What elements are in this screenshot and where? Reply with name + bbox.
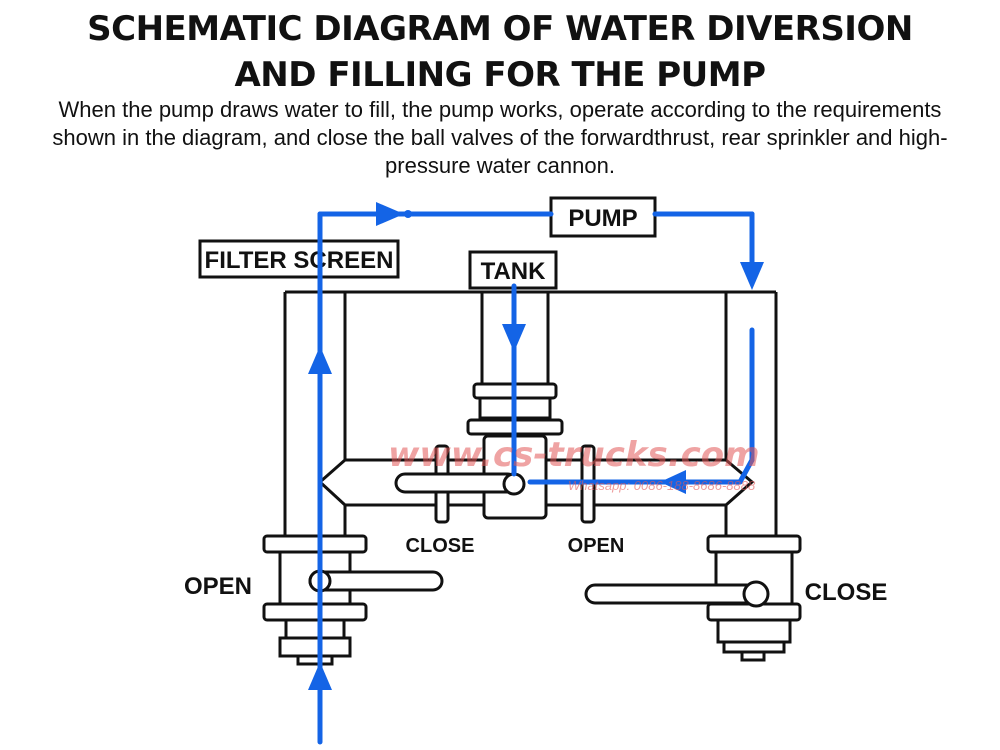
watermark-contact: Whatsapp: 0086-188-8686-8888 xyxy=(568,478,756,493)
flow-path xyxy=(317,211,755,745)
watermark: www.cs-trucks.com Whatsapp: 0086-188-868… xyxy=(388,435,760,493)
filter-screen-label-box: FILTER SCREEN xyxy=(198,239,400,279)
center-right-valve-state: OPEN xyxy=(568,535,625,557)
left-valve xyxy=(262,534,444,666)
center-left-valve-state: CLOSE xyxy=(406,535,475,557)
diagram-description: When the pump draws water to fill, the p… xyxy=(52,97,948,178)
left-valve-state: OPEN xyxy=(184,573,252,600)
title-line-1: SCHEMATIC DIAGRAM OF WATER DIVERSION xyxy=(87,9,913,49)
tank-label-box: TANK xyxy=(468,250,558,290)
diagram-title: SCHEMATIC DIAGRAM OF WATER DIVERSION AND… xyxy=(40,6,960,98)
arrow-down-icon xyxy=(740,262,764,290)
right-valve xyxy=(584,534,802,662)
watermark-site: www.cs-trucks.com xyxy=(388,435,760,475)
pump-label: PUMP xyxy=(568,205,637,232)
arrow-up-icon xyxy=(308,346,332,374)
arrow-right-icon xyxy=(376,202,404,226)
title-line-2: AND FILLING FOR THE PUMP xyxy=(234,55,766,95)
arrow-up-icon xyxy=(308,662,332,690)
flow-junction xyxy=(404,210,412,218)
flow-arrows xyxy=(308,202,764,690)
tank-label: TANK xyxy=(481,258,547,285)
filter-screen-label: FILTER SCREEN xyxy=(205,247,394,274)
arrow-down-icon xyxy=(502,324,526,352)
arrow-left-icon xyxy=(660,470,686,494)
right-valve-state: CLOSE xyxy=(805,579,888,606)
pump-label-box: PUMP xyxy=(549,196,657,238)
